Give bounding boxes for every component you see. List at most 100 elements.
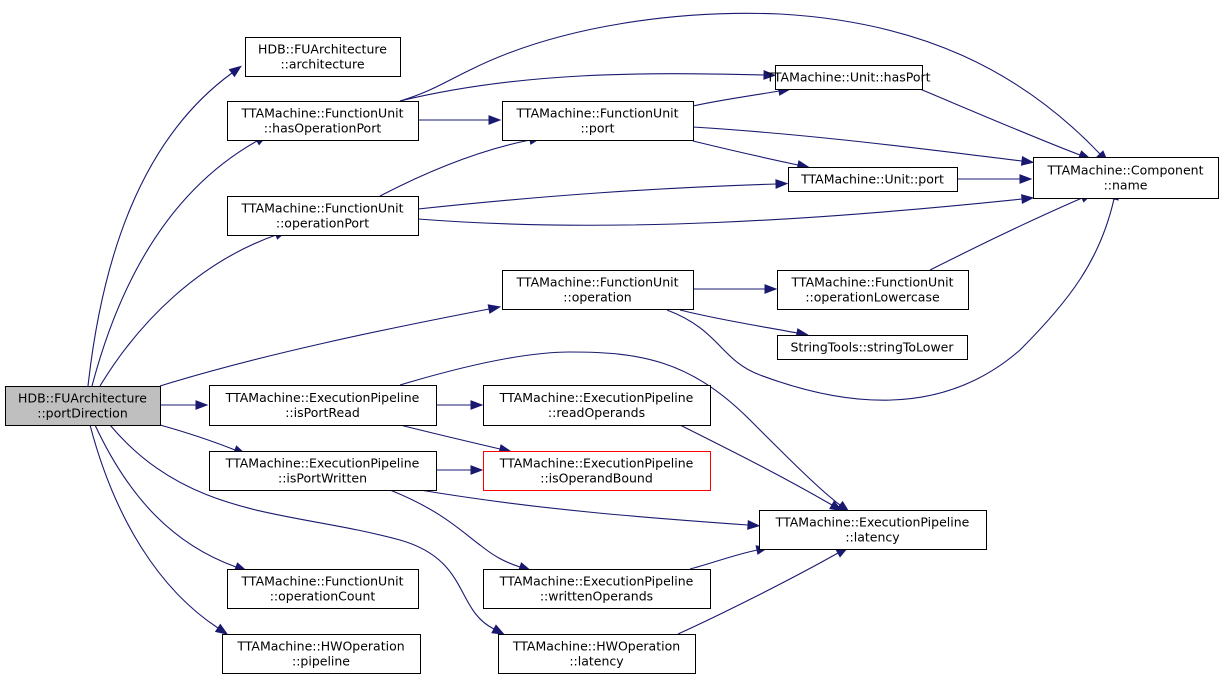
edge-fu_operationPort-to-unit_port	[417, 179, 789, 210]
edge-fu_hasOperationPort-to-unit_hasPort	[399, 70, 777, 102]
edge-line	[692, 90, 780, 107]
arrowhead-icon	[214, 623, 229, 635]
node-box	[209, 385, 437, 426]
edge-root-to-fuarch_architecture	[87, 65, 242, 387]
node-box	[498, 634, 696, 674]
edge-ep_isPortRead-to-ep_isOperandBound	[399, 424, 513, 454]
node-label-line: TTAMachine::ExecutionPipeline	[225, 390, 420, 405]
node-box	[227, 196, 419, 236]
edge-fu_port-to-unit_port	[692, 140, 811, 170]
node-box	[1033, 157, 1219, 199]
edge-fu_operationLowercase-to-component_name	[929, 193, 1094, 271]
node-stringtools-stringToLower[interactable]: StringTools::stringToLower	[777, 335, 968, 360]
node-fuarch-architecture[interactable]: HDB::FUArchitecture::architecture	[245, 37, 401, 77]
node-fu-operationCount[interactable]: TTAMachine::FunctionUnit::operationCount	[227, 569, 419, 609]
arrowhead-icon	[228, 65, 242, 78]
node-fu-operationLowercase[interactable]: TTAMachine::FunctionUnit::operationLower…	[777, 270, 969, 310]
node-label-line: TTAMachine::HWOperation	[236, 639, 404, 654]
node-ep-isPortRead[interactable]: TTAMachine::ExecutionPipeline::isPortRea…	[209, 385, 437, 426]
node-box	[777, 335, 968, 360]
edge-fu_operationPort-to-component_name	[417, 194, 1035, 226]
node-box	[788, 167, 958, 192]
edge-line	[379, 139, 531, 197]
edge-line	[159, 424, 236, 451]
node-label-line: ::operationLowercase	[805, 290, 940, 305]
edge-line	[692, 140, 799, 166]
edge-root-to-fu_hasOperationPort	[91, 134, 268, 387]
node-fu-port[interactable]: TTAMachine::FunctionUnit::port	[502, 101, 694, 141]
node-unit-hasPort[interactable]: TTAMachine::Unit::hasPort	[765, 65, 931, 90]
node-box	[759, 510, 987, 550]
edge-line	[679, 309, 798, 334]
node-label-line: ::hasOperationPort	[264, 121, 382, 136]
edge-unit_port-to-component_name	[957, 174, 1033, 184]
arrowhead-icon	[487, 304, 502, 314]
edge-line	[399, 351, 841, 506]
edge-root-to-fu_operation	[159, 304, 502, 387]
edge-line	[159, 308, 490, 387]
arrowhead-icon	[491, 624, 505, 635]
arrowhead-icon	[195, 400, 209, 410]
edge-line	[89, 424, 219, 629]
node-box	[502, 101, 694, 141]
edge-ep_isPortWritten-to-ep_isOperandBound	[436, 465, 484, 475]
node-root[interactable]: HDB::FUArchitecture::portDirection	[5, 386, 161, 426]
node-label-line: ::operation	[563, 290, 631, 305]
edge-line	[692, 126, 1023, 162]
node-ep-readOperands[interactable]: TTAMachine::ExecutionPipeline::readOpera…	[483, 385, 711, 426]
edge-fu_operation-to-fu_operationLowercase	[693, 284, 778, 294]
edge-ep_writtenOperands-to-ep_latency	[689, 545, 770, 570]
arrowhead-icon	[747, 520, 761, 530]
node-label-line: TTAMachine::Unit::port	[800, 172, 944, 187]
edge-fu_operation-to-stringtools_stringToLower	[679, 309, 810, 338]
edge-line	[399, 424, 501, 450]
node-label-line: ::isOperandBound	[540, 471, 653, 486]
edge-root-to-ep_isPortWritten	[159, 424, 247, 455]
edge-line	[417, 183, 777, 210]
node-unit-port[interactable]: TTAMachine::Unit::port	[788, 167, 958, 192]
node-box	[222, 634, 421, 674]
node-label-line: TTAMachine::FunctionUnit	[516, 106, 679, 121]
node-box	[777, 270, 969, 310]
edge-line	[109, 424, 495, 630]
node-label-line: TTAMachine::FunctionUnit	[241, 106, 404, 121]
edge-ep_isPortRead-to-ep_readOperands	[436, 400, 484, 410]
arrowhead-icon	[1019, 174, 1033, 184]
node-label-line: TTAMachine::FunctionUnit	[241, 574, 404, 589]
edge-line	[929, 197, 1083, 271]
edge-line	[417, 198, 1023, 226]
node-box	[227, 569, 419, 609]
node-label-line: TTAMachine::FunctionUnit	[791, 275, 954, 290]
nodes-layer: HDB::FUArchitecture::portDirection HDB::F…	[5, 37, 1219, 674]
edge-line	[99, 234, 277, 387]
node-label-line: ::latency	[845, 530, 900, 545]
node-component-name[interactable]: TTAMachine::Component::name	[1033, 157, 1219, 199]
node-box	[5, 386, 161, 426]
arrowhead-icon	[470, 465, 484, 475]
node-box	[245, 37, 401, 77]
node-fu-operation[interactable]: TTAMachine::FunctionUnit::operation	[502, 270, 694, 310]
node-hwop-latency[interactable]: TTAMachine::HWOperation::latency	[498, 634, 696, 674]
node-label-line: ::readOperands	[548, 405, 645, 420]
node-box	[483, 385, 711, 426]
edge-line	[91, 140, 258, 387]
arrowhead-icon	[829, 500, 843, 512]
node-label-line: TTAMachine::FunctionUnit	[516, 275, 679, 290]
node-fu-operationPort[interactable]: TTAMachine::FunctionUnit::operationPort	[227, 196, 419, 236]
node-ep-writtenOperands[interactable]: TTAMachine::ExecutionPipeline::writtenOp…	[483, 569, 711, 609]
node-ep-latency[interactable]: TTAMachine::ExecutionPipeline::latency	[759, 510, 987, 550]
node-label-line: ::port	[580, 121, 614, 136]
node-hwop-pipeline[interactable]: TTAMachine::HWOperation::pipeline	[222, 634, 421, 674]
node-box	[209, 451, 437, 491]
edge-root-to-fu_operationCount	[94, 424, 248, 572]
arrowhead-icon	[775, 179, 789, 189]
node-label-line: ::isPortWritten	[278, 471, 367, 486]
edge-line	[679, 424, 833, 506]
node-ep-isOperandBound[interactable]: TTAMachine::ExecutionPipeline::isOperand…	[483, 451, 711, 491]
node-ep-isPortWritten[interactable]: TTAMachine::ExecutionPipeline::isPortWri…	[209, 451, 437, 491]
node-fu-hasOperationPort[interactable]: TTAMachine::FunctionUnit::hasOperationPo…	[227, 101, 419, 141]
node-label-line: ::operationPort	[276, 216, 369, 231]
node-label-line: TTAMachine::FunctionUnit	[241, 201, 404, 216]
node-label-line: ::operationCount	[270, 589, 376, 604]
arrowhead-icon	[488, 115, 502, 125]
